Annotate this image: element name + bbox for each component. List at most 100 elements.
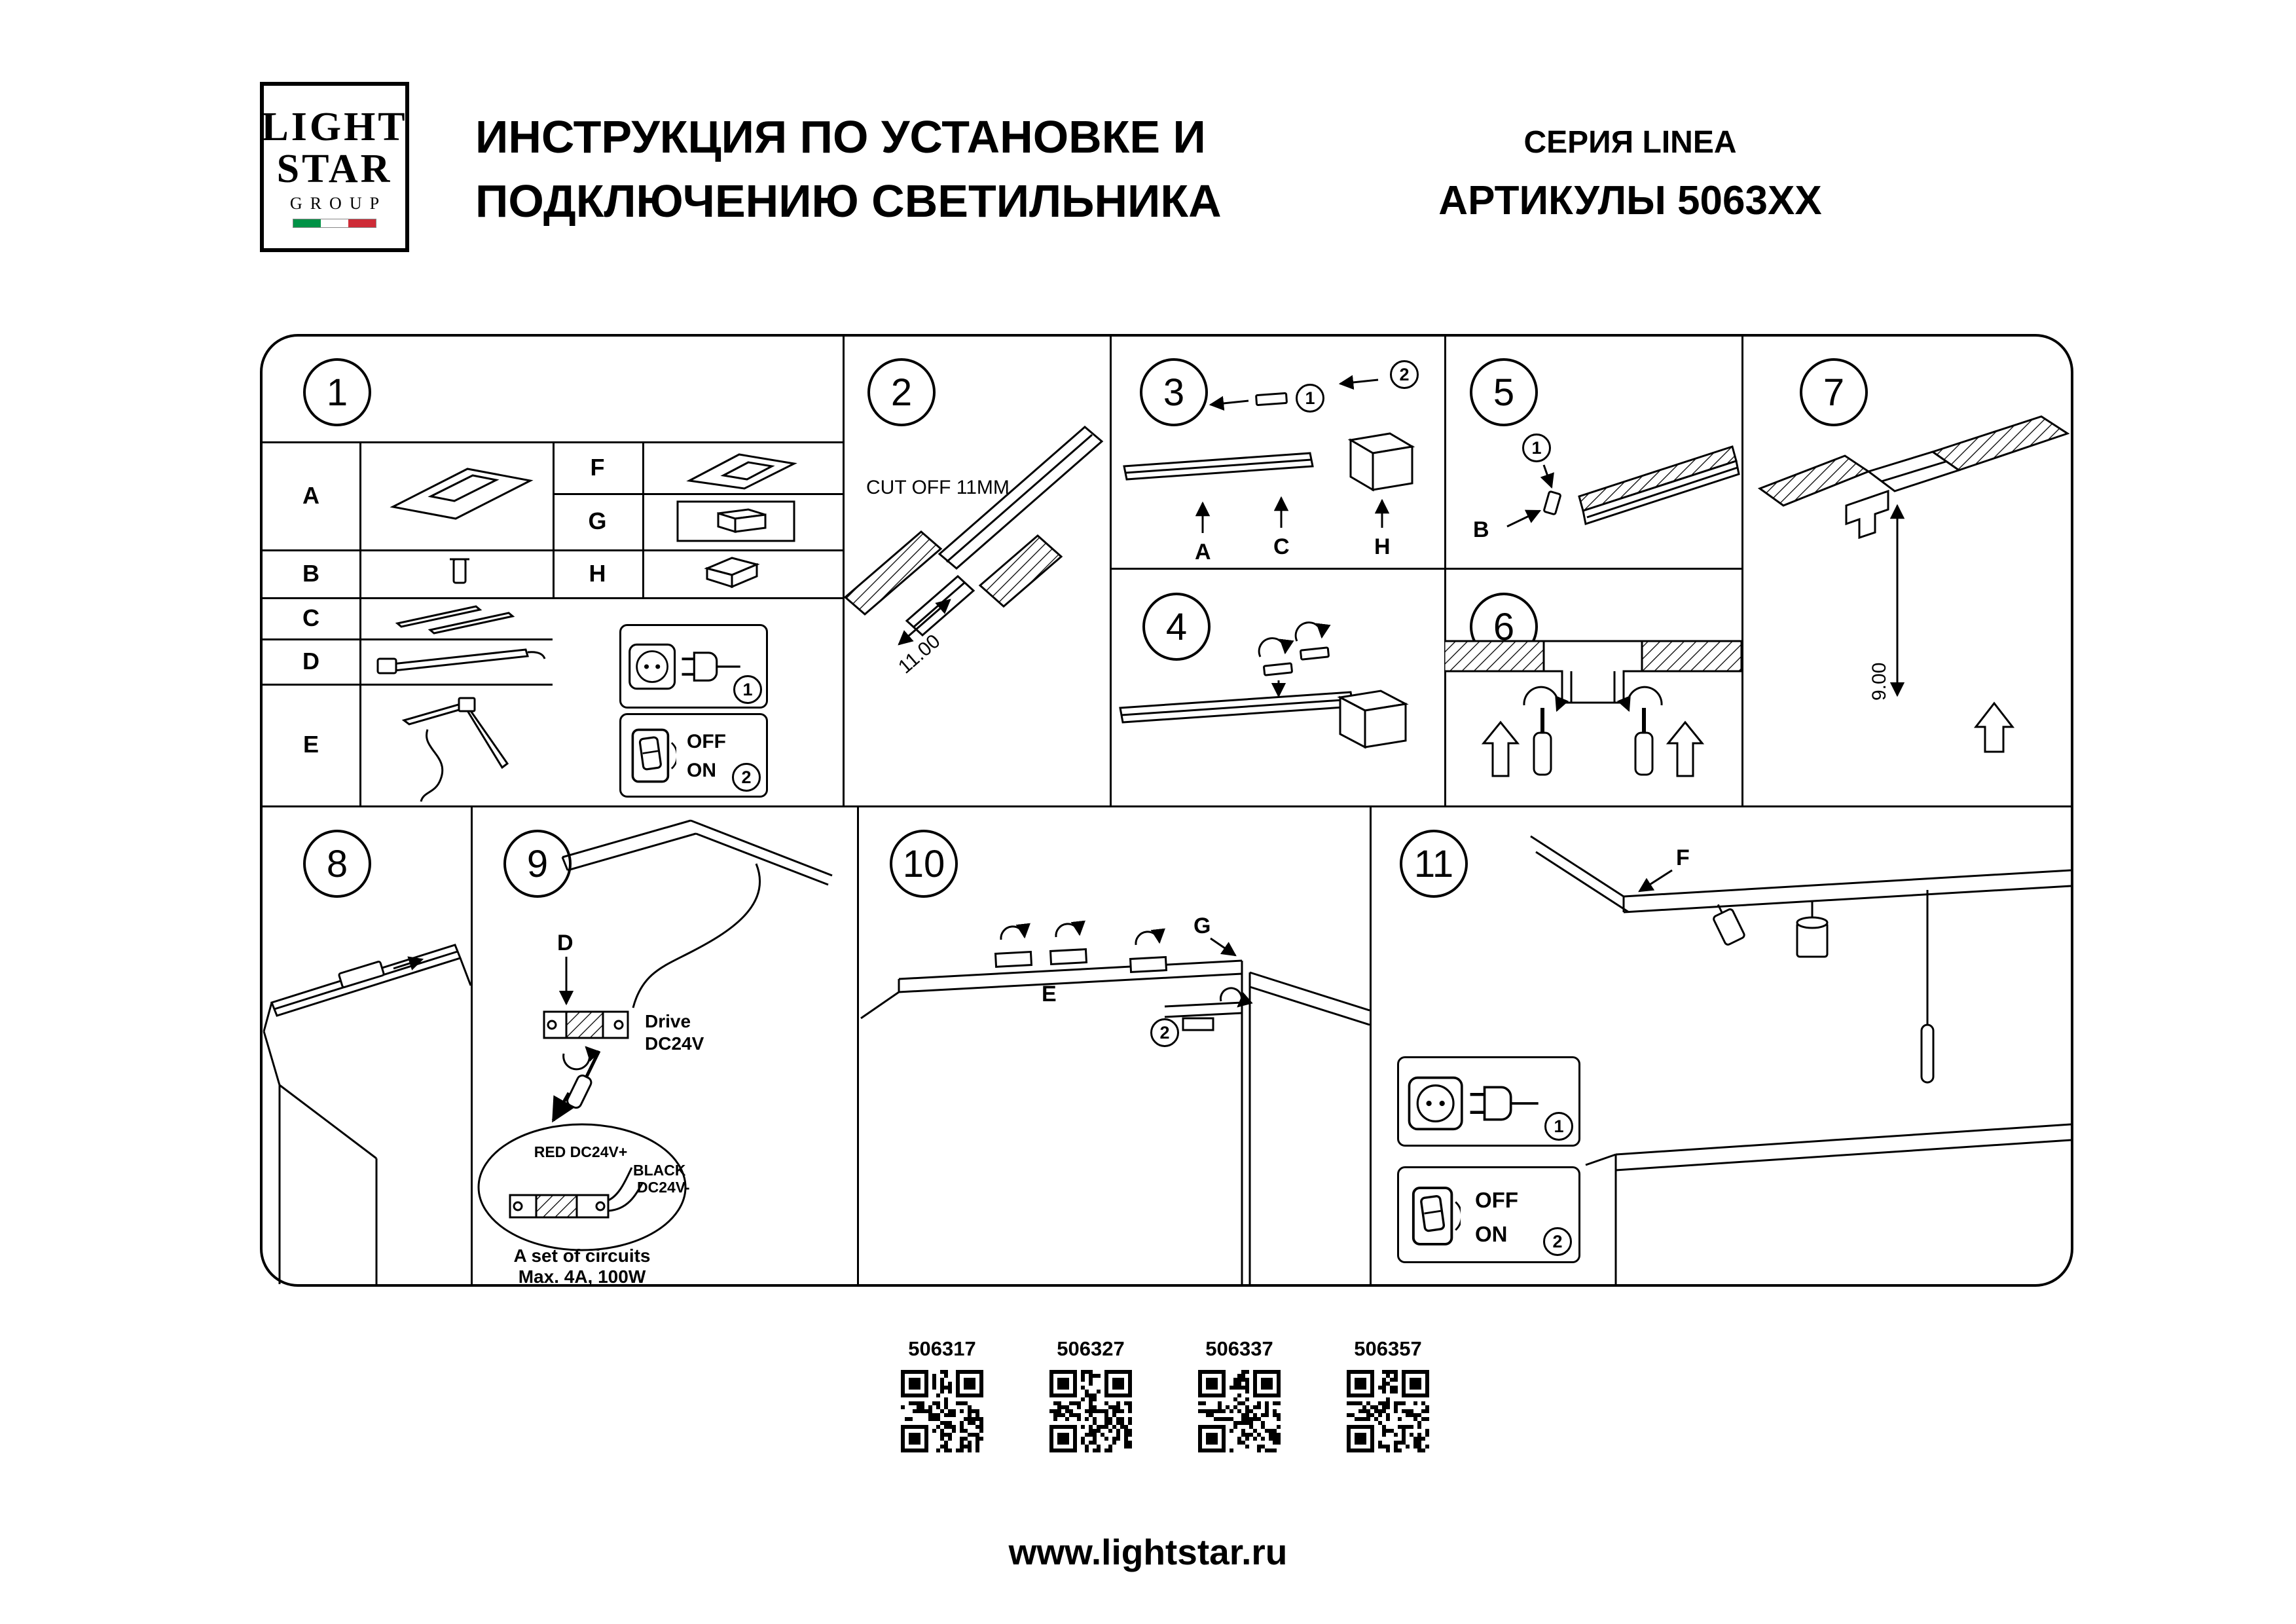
logo-word-star: STAR [276, 147, 393, 191]
switch-off-label: OFF [687, 731, 726, 752]
part-b-icon [450, 558, 469, 584]
connector-diagram [1119, 621, 1409, 749]
article-number: 506317 [908, 1337, 976, 1360]
lightstar-logo: LIGHT STAR GROUP [260, 82, 409, 252]
insert-diagram: B [1473, 445, 1740, 542]
step-2-badge: 2 [1543, 1227, 1572, 1256]
panel-10-number: 10 [890, 830, 958, 898]
part-g-icon [676, 500, 795, 542]
switch-on-label: ON [1475, 1222, 1508, 1246]
fixture-mounting-diagram: E G [860, 913, 1370, 1284]
divider [1110, 568, 1444, 570]
drive-label-2: DC24V [645, 1033, 704, 1054]
wire-black-label-2: DC24V- [637, 1179, 690, 1196]
article-number: 506337 [1205, 1337, 1273, 1360]
series-label: СЕРИЯ LINEA [1523, 125, 1737, 160]
part-label-g: G [588, 507, 607, 534]
screwdriver-fixing-diagram [1444, 640, 1741, 777]
italian-flag-icon [293, 219, 376, 228]
divider [1444, 337, 1446, 805]
title-line-1: ИНСТРУКЦИЯ ПО УСТАНОВКЕ И [475, 111, 1206, 162]
article-number: 506357 [1354, 1337, 1422, 1360]
grid-line [359, 441, 361, 805]
website-url: www.lightstar.ru [1008, 1532, 1288, 1572]
socket-plug-icon [1408, 1076, 1539, 1131]
label-d: D [557, 931, 574, 955]
part-e-icon [401, 697, 509, 802]
label-h: H [1374, 534, 1391, 559]
step-1-badge: 1 [1522, 434, 1551, 462]
part-label-e: E [302, 731, 319, 758]
wire-black-label-1: BLACK [633, 1162, 686, 1179]
cut-off-diagram: CUT OFF 11MM 11.00 [843, 426, 1104, 678]
power-plug-box: 1 [619, 624, 768, 709]
divider [1741, 337, 1743, 805]
panel-11-number: 11 [1400, 830, 1468, 898]
panel-4-connectors: 4 [1110, 568, 1444, 805]
panel-3-number: 3 [1140, 358, 1208, 426]
circuits-note-2: Max. 4A, 100W [519, 1266, 646, 1284]
instruction-panels-box: 1 A B C D E F G H [260, 334, 2073, 1287]
panel-9-driver: 9 [471, 807, 857, 1284]
switch-icon [1412, 1187, 1461, 1246]
panel-5-insert: 5 B 1 [1444, 337, 1741, 568]
step-2-badge: 2 [1390, 360, 1419, 389]
document-title: ИНСТРУКЦИЯ ПО УСТАНОВКЕ И ПОДКЛЮЧЕНИЮ СВ… [475, 105, 1222, 233]
logo-word-light: LIGHT [261, 105, 408, 149]
part-label-c: C [302, 604, 319, 631]
grid-line [553, 493, 843, 495]
panel-1-number: 1 [303, 358, 371, 426]
part-label-h: H [589, 559, 606, 587]
panel-11-final: 11 [1370, 807, 2071, 1284]
divider [1444, 568, 1741, 570]
qr-code [901, 1370, 983, 1452]
divider [857, 807, 859, 1284]
part-c-icon [395, 605, 515, 635]
label-f: F [1676, 845, 1690, 870]
divider [1110, 337, 1112, 805]
depth-dimension: 9.00 [1868, 663, 1890, 701]
panel-7-number: 7 [1800, 358, 1868, 426]
part-label-f: F [590, 453, 605, 481]
driver-connection-diagram: D Drive DC24V RED DC24V+ BLACK DC24V- A … [477, 819, 833, 1284]
cut-dimension: 11.00 [894, 631, 945, 678]
part-a-icon [390, 468, 534, 520]
cut-off-label: CUT OFF 11MM [866, 477, 1010, 498]
part-label-a: A [302, 481, 319, 509]
switch-icon [631, 728, 676, 783]
panel-7-recess-depth: 7 9.00 [1741, 337, 2071, 805]
power-switch-box: OFF ON 2 [619, 713, 768, 798]
panel-2-number: 2 [867, 358, 936, 426]
part-label-d: D [302, 647, 319, 674]
panel-3-endcaps: 3 A C H 1 2 [1110, 337, 1444, 568]
panel-4-number: 4 [1142, 593, 1211, 661]
part-label-b: B [302, 559, 319, 587]
step-2-badge: 2 [1150, 1018, 1179, 1047]
label-g: G [1194, 913, 1211, 938]
grid-line [263, 638, 553, 640]
part-h-icon [704, 557, 760, 589]
grid-line [553, 441, 555, 597]
power-plug-box: 1 [1397, 1056, 1580, 1147]
divider [263, 805, 2071, 807]
grid-line [263, 684, 553, 686]
step-1-badge: 1 [1544, 1112, 1573, 1141]
label-c: C [1273, 534, 1290, 559]
socket-plug-icon [629, 643, 740, 690]
drive-label-1: Drive [645, 1011, 691, 1031]
panel-8-slide-in: 8 [263, 807, 471, 1284]
recess-depth-diagram: 9.00 [1757, 415, 2070, 753]
switch-off-label: OFF [1475, 1188, 1518, 1212]
qr-item: 506327 [1032, 1337, 1150, 1452]
endcap-diagram: A C H [1123, 375, 1415, 564]
qr-item: 506337 [1180, 1337, 1298, 1452]
series-block: СЕРИЯ LINEA АРТИКУЛЫ 5063XX [1388, 124, 1872, 224]
qr-code [1198, 1370, 1281, 1452]
panel-1-parts: 1 A B C D E F G H [263, 337, 843, 805]
label-a: A [1195, 540, 1211, 564]
logo-word-group: GROUP [289, 194, 388, 213]
switch-on-label: ON [687, 760, 716, 781]
qr-code [1347, 1370, 1429, 1452]
divider [471, 807, 473, 1284]
